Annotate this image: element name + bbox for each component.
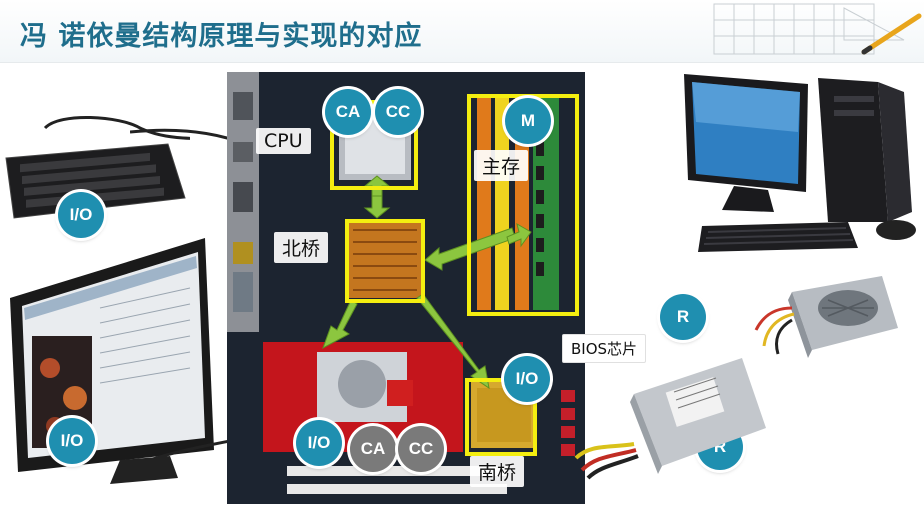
northbridge-highlight-box: [345, 219, 425, 303]
northbridge-label: 北桥: [274, 232, 329, 263]
drafting-decoration-icon: [713, 3, 922, 55]
power-supply-icon: [754, 276, 898, 358]
io-badge-keyboard: I/O: [58, 192, 104, 238]
bios-chip-label: BIOS芯片: [562, 334, 647, 363]
desktop-computer-icon: [684, 74, 916, 252]
hard-disk-icon: [574, 358, 766, 480]
m-badge: M: [505, 98, 551, 144]
cc-badge-top: CC: [375, 89, 421, 135]
title-bar: 冯 诺依曼结构原理与实现的对应: [0, 0, 924, 63]
cc-badge-bottom: CC: [398, 426, 444, 472]
r-badge-bios: R: [660, 294, 706, 340]
io-badge-southbridge: I/O: [504, 356, 550, 402]
southbridge-highlight-box: [465, 378, 537, 456]
main-memory-label: 主存: [474, 150, 529, 181]
page-title: 冯 诺依曼结构原理与实现的对应: [20, 21, 423, 52]
io-badge-monitor: I/O: [49, 418, 95, 464]
ca-badge-bottom: CA: [350, 426, 396, 472]
memory-highlight-box: [467, 94, 579, 316]
cpu-highlight-box: [330, 100, 418, 190]
southbridge-label: 南桥: [470, 456, 525, 487]
ca-badge-top: CA: [325, 89, 371, 135]
io-badge-pci: I/O: [296, 420, 342, 466]
monitor-icon: [10, 238, 214, 484]
cpu-label: CPU: [256, 128, 311, 154]
